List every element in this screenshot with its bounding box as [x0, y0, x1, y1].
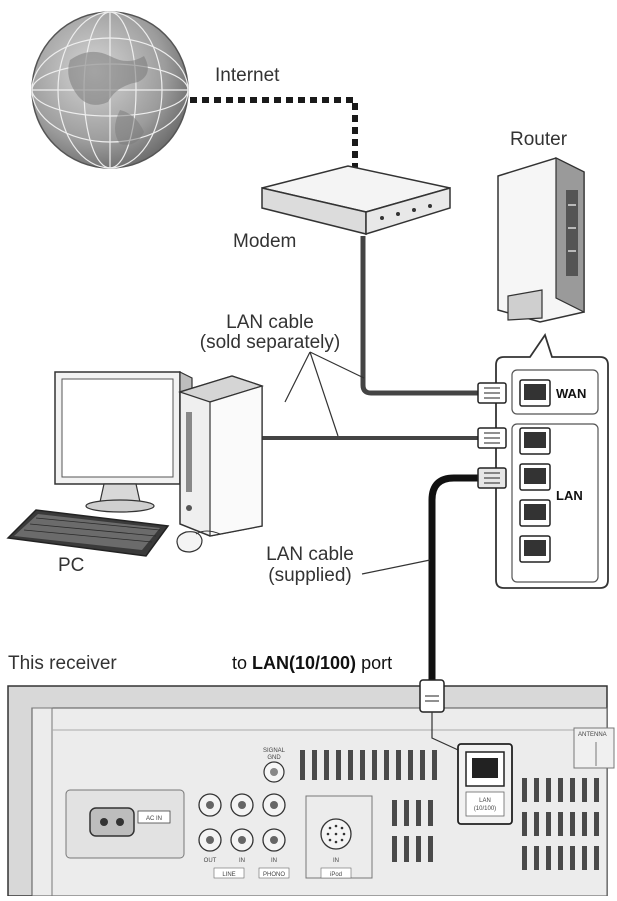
- router-port-callout: [495, 332, 609, 589]
- plug-lan-receiver: [477, 467, 507, 489]
- lan-port-jack-4: [519, 535, 551, 563]
- globe-icon: [31, 11, 189, 169]
- in-label-phono: IN: [271, 858, 277, 864]
- vent-grille-right: [522, 778, 599, 870]
- modem-label: Modem: [233, 231, 297, 252]
- plug-wan: [477, 382, 507, 404]
- mouse-icon: [176, 530, 221, 553]
- sold-cable-leader: [284, 351, 365, 437]
- lan-cable-supplied-label-1: LAN cable: [266, 544, 354, 565]
- antenna-terminal: ANTENNA: [573, 727, 615, 769]
- internet-label: Internet: [215, 65, 280, 86]
- to-lan-port-prefix: to: [232, 653, 253, 673]
- line-label: LINE: [222, 872, 235, 878]
- in-label-line: IN: [239, 858, 245, 864]
- lan-port-jack-2: [519, 463, 551, 491]
- rca-jacks: OUT IN IN LINE PHONO: [198, 793, 290, 879]
- to-lan-port-label: to LAN(10/100) port: [232, 653, 393, 674]
- modem-wan-cable: [360, 236, 478, 396]
- lan-port-label: LAN: [556, 488, 583, 503]
- wan-port-label: WAN: [556, 386, 587, 401]
- signal-gnd-label-1: SIGNAL: [263, 748, 286, 754]
- ac-in-socket: AC IN: [65, 789, 185, 859]
- lan-port-jack-1: [519, 427, 551, 455]
- lan-port-jack-3: [519, 499, 551, 527]
- out-label: OUT: [204, 858, 217, 864]
- ac-in-label: AC IN: [146, 816, 162, 822]
- to-lan-port-bold: LAN(10/100): [252, 653, 357, 673]
- ipod-label: iPod: [330, 872, 342, 878]
- receiver-plug: [419, 679, 445, 713]
- antenna-label: ANTENNA: [578, 732, 607, 738]
- this-receiver-label: This receiver: [8, 653, 117, 674]
- phono-label: PHONO: [263, 872, 285, 878]
- pc-monitor-icon: [54, 371, 193, 513]
- modem-icon: [261, 165, 451, 236]
- ipod-connector: IN iPod: [305, 795, 373, 879]
- keyboard-icon: [6, 509, 170, 557]
- router-icon: [497, 157, 585, 323]
- wan-port-jack: [519, 379, 551, 407]
- supplied-cable-leader: [361, 559, 431, 575]
- signal-gnd-terminal: SIGNAL GND: [263, 748, 286, 783]
- plug-lan-pc: [477, 427, 507, 449]
- ipod-in-label: IN: [333, 858, 339, 864]
- receiver-lan-jack: LAN (10/100): [457, 743, 513, 825]
- vent-grille-left: [300, 750, 437, 780]
- pc-label: PC: [58, 555, 85, 576]
- internet-connection-line: [190, 97, 358, 178]
- pc-tower-icon: [178, 375, 264, 537]
- receiver-lan-label-1: LAN: [479, 798, 491, 804]
- receiver-lan-cable: [428, 474, 478, 680]
- receiver-lan-label-2: (10/100): [474, 806, 496, 812]
- lan-cable-sold-label-1: LAN cable: [226, 312, 314, 333]
- vent-grille-lower: [392, 800, 433, 862]
- router-label: Router: [510, 129, 568, 150]
- lan-cable-sold-label-2: (sold separately): [199, 332, 341, 353]
- lan-cable-supplied-label-2: (supplied): [268, 565, 352, 586]
- to-lan-port-suffix: port: [356, 653, 393, 673]
- signal-gnd-label-2: GND: [267, 755, 281, 761]
